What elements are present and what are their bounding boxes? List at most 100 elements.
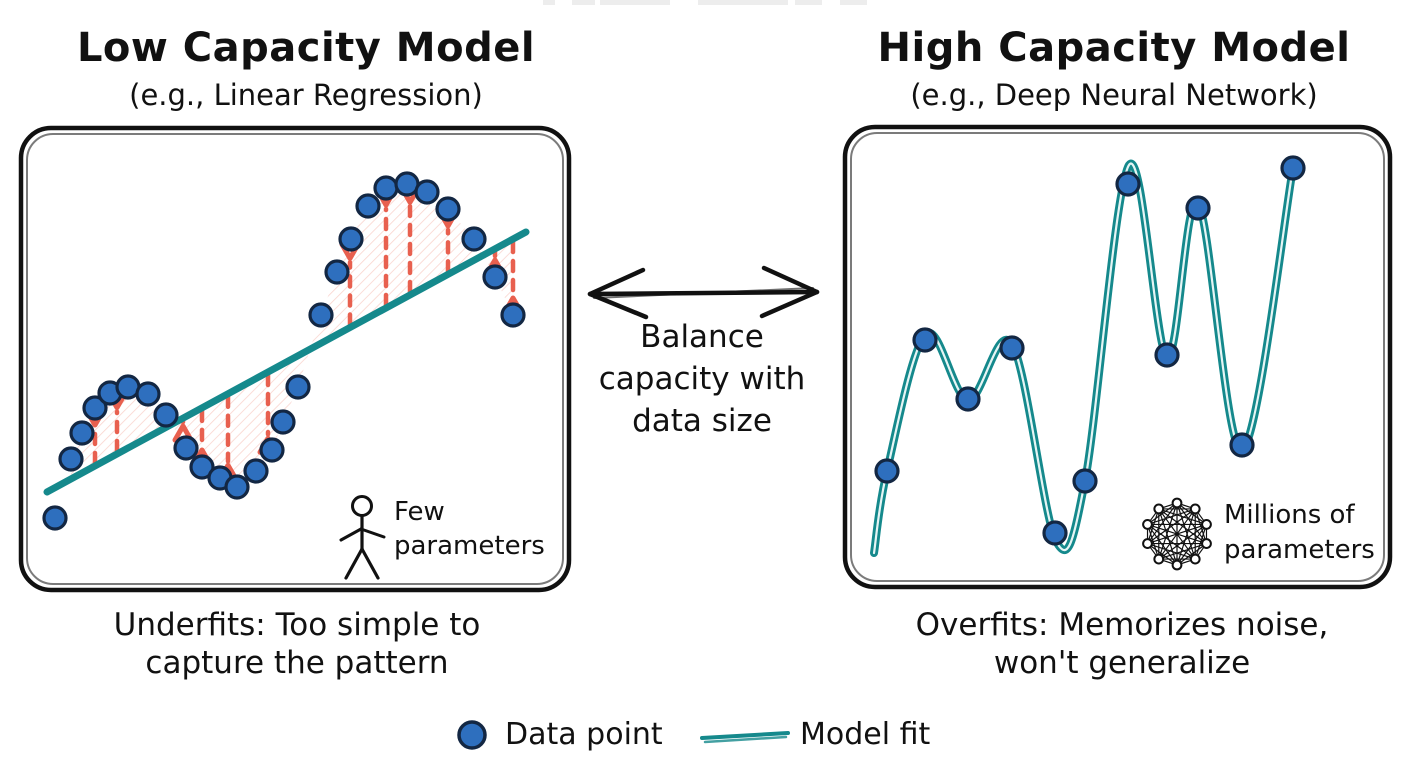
hatch-region xyxy=(272,363,283,450)
data-point xyxy=(1117,173,1139,195)
data-point xyxy=(1282,157,1304,179)
nn-node xyxy=(1191,505,1200,514)
right-panel-subtitle: (e.g., Deep Neural Network) xyxy=(910,78,1318,112)
hatch-region xyxy=(448,209,474,275)
data-point xyxy=(137,383,159,405)
nn-node xyxy=(1173,561,1182,570)
underfit-caption-line2: capture the pattern xyxy=(145,645,449,681)
nn-edge xyxy=(1148,509,1159,544)
artifact-segment xyxy=(795,0,822,5)
data-point xyxy=(44,507,66,529)
nn-edge xyxy=(1159,509,1207,525)
nn-edge xyxy=(1159,509,1207,544)
data-point xyxy=(1001,337,1023,359)
data-point xyxy=(484,266,506,288)
data-point xyxy=(226,476,248,498)
data-point xyxy=(287,376,309,398)
artifact-segment xyxy=(840,0,867,5)
data-point xyxy=(463,228,485,250)
nn-edge xyxy=(1159,509,1177,565)
nn-node xyxy=(1202,520,1211,529)
data-point xyxy=(1156,344,1178,366)
legend-glyphs xyxy=(459,722,788,748)
data-point xyxy=(340,228,362,250)
data-point xyxy=(60,448,82,470)
hatch-region xyxy=(337,239,351,335)
nn-edge xyxy=(1148,503,1177,544)
data-point xyxy=(175,437,197,459)
residual-arrow-head xyxy=(175,426,191,440)
nn-node xyxy=(1173,499,1182,508)
double-arrow-icon xyxy=(590,268,817,317)
data-point xyxy=(1044,522,1066,544)
data-point xyxy=(416,181,438,203)
left-panel-frame xyxy=(21,128,569,590)
right-panel-title: High Capacity Model xyxy=(877,25,1351,71)
data-point xyxy=(261,439,283,461)
overfit-caption-line2: won't generalize xyxy=(993,645,1251,681)
data-point xyxy=(310,304,332,326)
nn-node xyxy=(1143,520,1152,529)
left-panel-title: Low Capacity Model xyxy=(76,25,536,71)
balance-text-line1: Balance xyxy=(640,319,764,355)
data-point xyxy=(1074,470,1096,492)
overfit-curve-outer xyxy=(874,164,1293,553)
balance-text-line2: capacity with xyxy=(598,361,806,397)
nn-node xyxy=(1154,505,1163,514)
underfit-caption-line1: Underfits: Too simple to xyxy=(113,607,481,643)
right-data-points xyxy=(876,157,1304,544)
data-point xyxy=(375,177,397,199)
left-panel-subtitle: (e.g., Linear Regression) xyxy=(129,78,483,112)
millions-parameters-line2: parameters xyxy=(1224,535,1375,565)
residual-arrows xyxy=(87,188,521,479)
data-point xyxy=(326,261,348,283)
model-fit-swatch xyxy=(702,733,788,742)
artifact-segment xyxy=(600,0,670,5)
top-crop-artifact xyxy=(543,0,867,5)
artifact-segment xyxy=(698,0,788,5)
nn-edge xyxy=(1159,509,1195,559)
data-point xyxy=(1187,197,1209,219)
data-point xyxy=(272,411,294,433)
legend-data-point-label: Data point xyxy=(505,717,663,752)
overfit-curve xyxy=(874,164,1293,553)
data-point xyxy=(1231,434,1253,456)
hatch-region xyxy=(368,188,386,318)
data-point xyxy=(502,304,524,326)
data-point xyxy=(191,456,213,478)
nn-node xyxy=(1154,555,1163,564)
nn-edge xyxy=(1148,524,1177,565)
nn-edge xyxy=(1159,544,1207,560)
right-panel-frame xyxy=(845,127,1390,587)
nn-edge xyxy=(1177,503,1206,544)
millions-parameters-line1: Millions of xyxy=(1224,500,1355,530)
data-point xyxy=(84,397,106,419)
nn-edge xyxy=(1177,524,1206,565)
data-point xyxy=(876,460,898,482)
linear-fit-line xyxy=(47,232,526,492)
overfit-caption-line1: Overfits: Memorizes noise, xyxy=(915,607,1329,643)
data-point xyxy=(957,388,979,410)
fit-line xyxy=(47,232,526,492)
data-point xyxy=(914,329,936,351)
data-point xyxy=(437,198,459,220)
left-data-points xyxy=(44,173,524,529)
nn-node xyxy=(1191,555,1200,564)
nn-edge xyxy=(1148,544,1196,560)
neural-network-icon xyxy=(1143,499,1211,570)
data-point xyxy=(71,422,93,444)
data-point xyxy=(155,404,177,426)
artifact-segment xyxy=(572,0,595,5)
balance-text-line3: data size xyxy=(632,403,772,439)
nn-node xyxy=(1202,539,1211,548)
few-parameters-line1: Few xyxy=(394,497,445,527)
legend-model-fit-label: Model fit xyxy=(800,717,931,752)
artifact-segment xyxy=(543,0,555,5)
hatch-region xyxy=(386,184,407,308)
nn-edge xyxy=(1148,524,1159,559)
nn-node xyxy=(1143,539,1152,548)
nn-edge xyxy=(1148,544,1177,565)
stick-figure-icon xyxy=(341,497,384,579)
